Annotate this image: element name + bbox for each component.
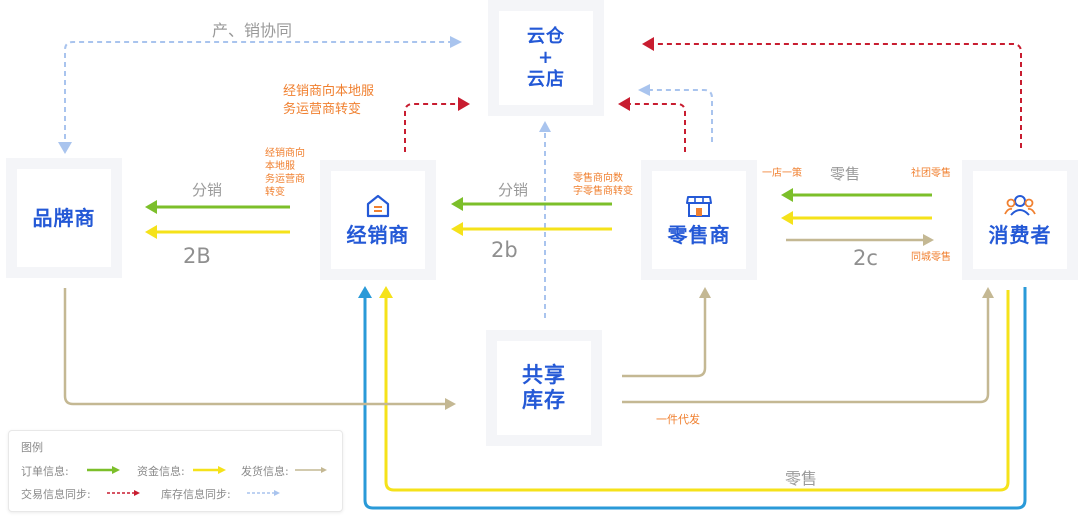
- consumer-label: 消费者: [988, 223, 1052, 247]
- legend-stock-sync-label: 库存信息同步:: [161, 488, 231, 501]
- one-store-policy-label: 一店一策: [762, 168, 802, 179]
- warehouse-icon: [366, 194, 390, 218]
- consumer-node: 消费者: [962, 160, 1078, 280]
- legend: 图例 订单信息: 资金信息: 发货信息: 交易信息同步: 库存信息同步:: [8, 430, 343, 512]
- retail-bottom-label: 零售: [785, 469, 818, 488]
- distributor-transform-small-2: 本地服: [265, 161, 295, 172]
- shared-stock-label-2: 库存: [522, 388, 566, 412]
- cloud-label-1: 云仓: [527, 25, 565, 47]
- retailer-node: 零售商: [641, 160, 757, 280]
- distributor-transform-small-4: 转变: [265, 187, 285, 198]
- people-icon: [1004, 195, 1036, 216]
- trade-sync-arrows: [404, 43, 1022, 152]
- distributor-transform-line-2: 务运营商转变: [283, 102, 362, 117]
- shared-stock-label-1: 共享: [522, 362, 566, 387]
- retailer-transform-line-2: 字零售商转变: [573, 186, 633, 197]
- legend-title: 图例: [21, 441, 43, 454]
- legend-fund-label: 资金信息:: [137, 465, 185, 478]
- distributor-transform-line-1: 经销商向本地服: [283, 84, 375, 99]
- brand-label: 品牌商: [32, 206, 96, 230]
- legend-stock-sync-swatch: [247, 490, 280, 496]
- store-icon: [686, 196, 712, 217]
- distributor-node: 经销商: [320, 160, 436, 280]
- same-city-retail-label: 同城零售: [911, 252, 951, 263]
- legend-ship-label: 发货信息:: [241, 465, 289, 478]
- dropship-label: 一件代发: [656, 413, 700, 426]
- retailer-transform-line-1: 零售商向数: [573, 173, 623, 184]
- to-b-small-label: 2b: [491, 238, 518, 262]
- distributor-label: 经销商: [346, 223, 410, 247]
- cloud-node: 云仓 + 云店: [488, 0, 604, 116]
- retail-top-label: 零售: [830, 165, 861, 183]
- legend-order-label: 订单信息:: [21, 465, 69, 478]
- fenxiao-label-right: 分销: [498, 181, 529, 199]
- legend-ship-swatch: [295, 467, 327, 473]
- cloud-label-3: 云店: [527, 68, 565, 90]
- prod-sales-sync-label: 产、销协同: [212, 21, 293, 40]
- stock-sync-arrows: [64, 41, 713, 318]
- distributor-transform-small-1: 经销商向: [265, 148, 305, 159]
- fenxiao-label-left: 分销: [192, 181, 223, 199]
- to-b-label: 2B: [183, 244, 211, 268]
- cloud-label-2: +: [537, 47, 555, 69]
- legend-order-swatch: [87, 466, 120, 474]
- retailer-label: 零售商: [667, 223, 731, 247]
- brand-node: 品牌商: [6, 158, 122, 278]
- shared-stock-node: 共享 库存: [486, 330, 602, 446]
- to-c-label: 2c: [853, 246, 878, 270]
- legend-trade-sync-label: 交易信息同步:: [21, 488, 91, 501]
- community-retail-label: 社团零售: [911, 168, 951, 179]
- distributor-transform-small-3: 务运营商: [265, 174, 305, 185]
- legend-trade-sync-swatch: [107, 490, 140, 496]
- legend-fund-swatch: [193, 466, 226, 474]
